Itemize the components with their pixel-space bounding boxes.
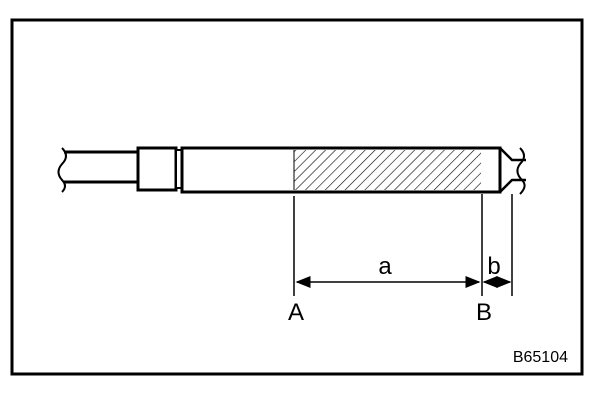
reference-label-A: A [288, 299, 304, 326]
reference-label-B: B [476, 299, 492, 326]
main-shaft [180, 146, 502, 194]
figure-frame [10, 18, 584, 376]
figure-code: B65104 [513, 349, 568, 366]
shaft-tip [499, 147, 526, 195]
shaft-collar [136, 146, 183, 192]
hatched-wear-area [294, 150, 481, 190]
dimension-label-b: b [487, 253, 500, 280]
dimension-label-a: a [378, 253, 392, 280]
left-rod [57, 147, 138, 193]
